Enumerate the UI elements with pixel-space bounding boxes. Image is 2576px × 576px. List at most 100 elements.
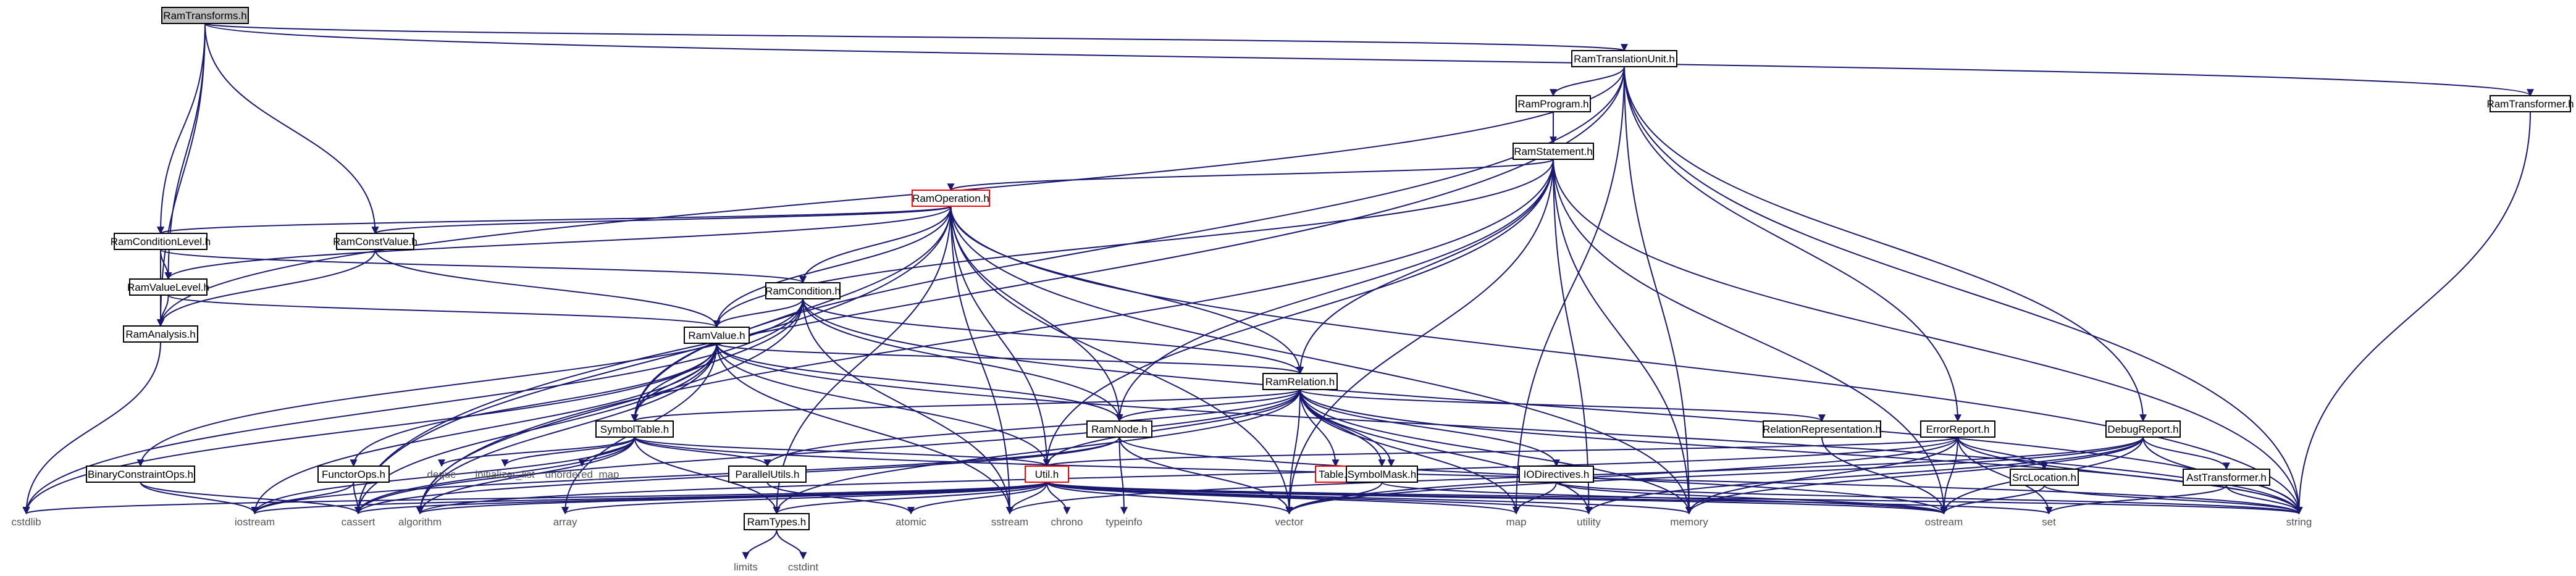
node-label: RamStatement.h	[1514, 146, 1593, 157]
node-memory: memory	[1670, 516, 1708, 528]
node-label: RamTypes.h	[747, 516, 806, 528]
edge-ram-transforms-to-ram-transformer	[204, 23, 2534, 97]
edge-symbol-table-to-parallel-utils	[634, 436, 771, 467]
edge-ram-relation-to-relation-representation	[1299, 389, 1826, 422]
edge-relation-representation-to-ostream	[1821, 436, 1948, 515]
node-box	[317, 465, 390, 483]
edge-iodirectives-to-ostream	[1556, 482, 1948, 515]
node-label: limits	[734, 561, 758, 573]
node-ram-transformer[interactable]: RamTransformer.h	[2486, 95, 2574, 112]
edge-ram-relation-to-parallel-utils	[763, 389, 1301, 467]
node-label: IODirectives.h	[1524, 469, 1590, 480]
node-src-location[interactable]: SrcLocation.h	[2010, 469, 2079, 486]
edge-util-to-iostream	[251, 482, 1047, 515]
node-util[interactable]: Util.h	[1025, 465, 1069, 483]
node-set: set	[2042, 516, 2056, 528]
node-ast-transformer[interactable]: AstTransformer.h	[2183, 469, 2270, 486]
edge-ram-condition-to-ram-value	[713, 298, 803, 328]
node-symbol-table[interactable]: SymbolTable.h	[595, 420, 674, 438]
edge-symbol-mask-to-vector	[1285, 482, 1383, 515]
edge-iodirectives-to-map	[1512, 482, 1557, 515]
node-ram-program[interactable]: RamProgram.h	[1516, 95, 1591, 112]
node-ram-translation-unit[interactable]: RamTranslationUnit.h	[1571, 50, 1677, 67]
node-ram-value-level[interactable]: RamValueLevel.h	[127, 278, 209, 296]
node-cstdint: cstdint	[788, 561, 818, 573]
edge-util-to-memory	[1046, 482, 1693, 515]
node-ram-value[interactable]: RamValue.h	[684, 327, 750, 344]
node-label: DebugReport.h	[2107, 424, 2178, 435]
node-symbol-mask[interactable]: SymbolMask.h	[1346, 465, 1418, 483]
node-ram-const-value[interactable]: RamConstValue.h	[333, 233, 417, 250]
node-ram-relation[interactable]: RamRelation.h	[1262, 373, 1338, 390]
edge-ram-operation-to-ram-node	[950, 206, 1123, 422]
edge-ram-statement-to-string	[1553, 159, 2303, 515]
node-iodirectives[interactable]: IODirectives.h	[1519, 465, 1594, 483]
node-error-report[interactable]: ErrorReport.h	[1920, 420, 1995, 438]
edge-ram-translation-unit-to-string	[1624, 66, 2303, 515]
edge-ram-operation-to-cassert	[355, 206, 952, 515]
edge-ram-transforms-to-ram-translation-unit	[204, 23, 1627, 52]
edge-ram-operation-to-ram-value-level	[164, 206, 952, 280]
edge-ram-transforms-to-ram-condition-level	[157, 23, 206, 235]
edge-util-to-vector	[1046, 482, 1293, 515]
node-ram-transforms[interactable]: RamTransforms.h	[161, 7, 249, 24]
node-ostream: ostream	[1925, 516, 1963, 528]
node-box	[684, 327, 750, 344]
edge-ram-value-to-iostream	[251, 343, 718, 515]
edge-ram-operation-to-ram-value	[713, 206, 952, 328]
node-label: cstdint	[788, 561, 818, 573]
node-label: ParallelUtils.h	[736, 469, 800, 480]
node-binary-constraint-ops[interactable]: BinaryConstraintOps.h	[86, 465, 195, 483]
edge-util-to-algorithm	[416, 482, 1047, 515]
node-label: RamNode.h	[1091, 424, 1147, 435]
edge-symbol-table-to-string	[634, 436, 2303, 515]
edge-ram-statement-to-ram-operation	[947, 159, 1554, 191]
edge-ram-value-to-ram-node	[716, 343, 1123, 422]
node-ram-statement[interactable]: RamStatement.h	[1512, 143, 1594, 160]
edge-ram-statement-to-utility	[1553, 159, 1593, 515]
edge-ram-transforms-to-ram-const-value	[204, 23, 379, 235]
node-label: SymbolMask.h	[1348, 469, 1416, 480]
edge-ram-operation-to-ram-condition	[799, 206, 952, 284]
node-box	[129, 278, 208, 296]
edge-ram-translation-unit-to-cassert	[355, 66, 1625, 515]
edge-ram-value-to-sstream	[716, 343, 1013, 515]
node-box	[1519, 465, 1594, 483]
edge-ram-transformer-to-string	[2295, 111, 2531, 515]
node-box	[123, 325, 198, 343]
node-label: RamCondition.h	[765, 285, 841, 297]
edge-ram-condition-to-algorithm	[416, 298, 803, 515]
node-label: typeinfo	[1105, 516, 1143, 528]
node-ram-operation[interactable]: RamOperation.h	[912, 190, 990, 207]
node-limits: limits	[734, 561, 758, 573]
node-deque: deque	[427, 469, 456, 480]
node-label: RamConditionLevel.h	[111, 236, 211, 248]
edge-symbol-table-to-ram-types	[634, 436, 781, 515]
node-ram-types[interactable]: RamTypes.h	[744, 513, 810, 530]
node-box	[912, 190, 990, 207]
node-ram-condition-level[interactable]: RamConditionLevel.h	[111, 233, 211, 250]
node-relation-representation[interactable]: RelationRepresentation.h	[1763, 420, 1881, 438]
edge-util-to-array	[561, 482, 1047, 515]
edge-binary-constraint-ops-to-iostream	[140, 482, 259, 515]
edge-ram-const-value-to-ram-analysis	[157, 249, 376, 327]
edge-util-to-atomic	[907, 482, 1047, 515]
edge-ram-value-to-algorithm	[416, 343, 718, 515]
node-parallel-utils[interactable]: ParallelUtils.h	[728, 465, 807, 483]
node-debug-report[interactable]: DebugReport.h	[2105, 420, 2181, 438]
node-functor-ops[interactable]: FunctorOps.h	[317, 465, 390, 483]
node-ram-condition[interactable]: RamCondition.h	[765, 282, 841, 299]
node-ram-node[interactable]: RamNode.h	[1086, 420, 1152, 438]
node-box	[744, 513, 810, 530]
edge-ram-relation-to-utility	[1299, 389, 1593, 515]
node-box	[728, 465, 807, 483]
edge-symbol-table-to-util	[634, 436, 1051, 467]
node-label: algorithm	[398, 516, 442, 528]
node-box	[86, 465, 195, 483]
edge-ram-transforms-to-ram-analysis	[157, 23, 206, 327]
node-label: RelationRepresentation.h	[1763, 424, 1881, 435]
edge-ram-operation-to-memory	[950, 206, 1693, 515]
node-ram-analysis[interactable]: RamAnalysis.h	[123, 325, 198, 343]
edge-ram-analysis-to-cstdlib	[22, 341, 161, 515]
